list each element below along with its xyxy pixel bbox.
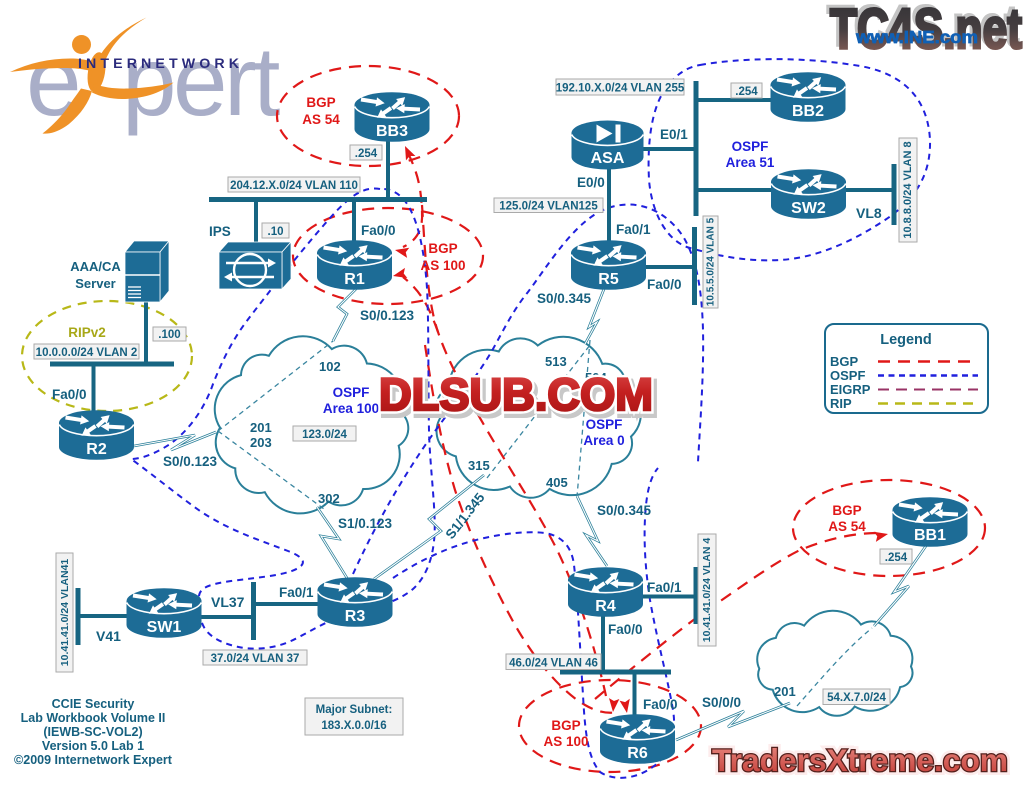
svg-text:504: 504	[585, 370, 607, 385]
svg-text:513: 513	[545, 354, 567, 369]
svg-text:BGP: BGP	[428, 241, 457, 256]
svg-text:201: 201	[774, 684, 796, 699]
svg-text:SW1: SW1	[147, 619, 182, 636]
svg-text:S0/0.345: S0/0.345	[597, 503, 652, 518]
svg-text:pert: pert	[122, 26, 280, 136]
svg-text:Area 100: Area 100	[323, 401, 379, 416]
svg-text:203: 203	[250, 435, 272, 450]
svg-text:10.41.41.0/24 VLAN 4: 10.41.41.0/24 VLAN 4	[701, 538, 713, 643]
svg-text:S0/0.345: S0/0.345	[537, 291, 592, 306]
svg-text:Lab Workbook Volume II: Lab Workbook Volume II	[21, 711, 166, 725]
svg-text:.254: .254	[735, 86, 758, 98]
svg-text:www.INE.com: www.INE.com	[855, 27, 978, 47]
svg-text:V41: V41	[96, 628, 121, 644]
svg-text:DLSUB.COM: DLSUB.COM	[382, 373, 656, 424]
svg-text:TC4S.net: TC4S.net	[830, 0, 1022, 61]
svg-text:E0/0: E0/0	[577, 175, 605, 190]
svg-text:INTERNETWORK: INTERNETWORK	[78, 56, 243, 72]
svg-text:37.0/24 VLAN 37: 37.0/24 VLAN 37	[211, 653, 300, 665]
svg-text:10.0.0.0/24 VLAN 2: 10.0.0.0/24 VLAN 2	[36, 347, 138, 359]
svg-text:R1: R1	[344, 271, 365, 288]
svg-text:201: 201	[250, 420, 272, 435]
svg-text:©2009 Internetwork Expert: ©2009 Internetwork Expert	[14, 753, 173, 767]
svg-text:315: 315	[468, 458, 490, 473]
svg-text:.10: .10	[268, 226, 284, 238]
svg-text:RIP: RIP	[830, 396, 852, 411]
svg-text:DLSUB.COM: DLSUB.COM	[379, 369, 653, 420]
svg-text:R6: R6	[627, 745, 648, 762]
svg-text:BGP: BGP	[830, 354, 859, 369]
svg-text:BB1: BB1	[914, 527, 946, 544]
svg-text:123.0/24: 123.0/24	[302, 429, 347, 441]
svg-text:BGP: BGP	[551, 718, 580, 733]
svg-text:VL37: VL37	[211, 594, 245, 610]
svg-text:TradersXtreme.com: TradersXtreme.com	[712, 742, 1008, 778]
svg-text:192.10.X.0/24 VLAN 255: 192.10.X.0/24 VLAN 255	[556, 83, 685, 95]
svg-text:10.5.5.0/24 VLAN 5: 10.5.5.0/24 VLAN 5	[706, 217, 717, 306]
svg-text:E0/1: E0/1	[660, 127, 688, 142]
svg-text:302: 302	[318, 491, 340, 506]
svg-text:.254: .254	[885, 552, 908, 564]
svg-text:S0/0.123: S0/0.123	[163, 454, 218, 469]
svg-text:183.X.0.0/16: 183.X.0.0/16	[321, 720, 386, 732]
svg-text:S0/0/0: S0/0/0	[702, 695, 741, 710]
svg-text:OSPF: OSPF	[333, 385, 370, 400]
svg-text:Fa0/0: Fa0/0	[608, 622, 643, 637]
svg-text:RIPv2: RIPv2	[68, 325, 106, 340]
svg-text:Fa0/0: Fa0/0	[643, 697, 678, 712]
svg-text:125.0/24 VLAN125: 125.0/24 VLAN125	[499, 201, 598, 213]
svg-text:Major Subnet:: Major Subnet:	[316, 704, 393, 716]
svg-text:Legend: Legend	[880, 332, 932, 348]
svg-text:S1/0.123: S1/0.123	[338, 516, 393, 531]
svg-text:OSPF: OSPF	[586, 417, 623, 432]
svg-text:S0/0.123: S0/0.123	[360, 308, 415, 323]
svg-text:Fa0/1: Fa0/1	[647, 580, 682, 595]
svg-text:(IEWB-SC-VOL2): (IEWB-SC-VOL2)	[43, 725, 142, 739]
svg-text:Fa0/0: Fa0/0	[52, 387, 87, 402]
svg-text:Fa0/1: Fa0/1	[616, 222, 651, 237]
svg-text:AAA/CA: AAA/CA	[70, 259, 121, 274]
svg-text:Area 51: Area 51	[726, 155, 775, 170]
svg-text:IPS: IPS	[209, 224, 231, 239]
svg-text:DLSUB.COM: DLSUB.COM	[379, 369, 653, 420]
svg-text:BB2: BB2	[792, 103, 824, 120]
svg-text:TradersXtreme.com: TradersXtreme.com	[712, 742, 1008, 778]
svg-text:BGP: BGP	[832, 503, 861, 518]
svg-text:54.X.7.0/24: 54.X.7.0/24	[827, 692, 886, 704]
svg-text:TC4S.net: TC4S.net	[827, 0, 1019, 58]
svg-text:Server: Server	[75, 276, 115, 291]
svg-text:Version 5.0 Lab 1: Version 5.0 Lab 1	[42, 739, 144, 753]
svg-text:Fa0/0: Fa0/0	[647, 277, 682, 292]
svg-text:102: 102	[319, 359, 341, 374]
svg-text:Fa0/1: Fa0/1	[279, 585, 314, 600]
svg-text:AS 100: AS 100	[543, 734, 588, 749]
svg-text:AS 54: AS 54	[828, 519, 866, 534]
svg-text:405: 405	[546, 475, 568, 490]
svg-text:OSPF: OSPF	[732, 139, 769, 154]
svg-text:.100: .100	[158, 329, 180, 341]
svg-text:SW2: SW2	[791, 200, 826, 217]
svg-text:.254: .254	[355, 148, 378, 160]
svg-text:10.8.8.0/24 VLAN 8: 10.8.8.0/24 VLAN 8	[902, 141, 914, 238]
svg-text:CCIE Security: CCIE Security	[52, 697, 135, 711]
svg-text:AS 100: AS 100	[420, 258, 465, 273]
svg-text:S1/1.345: S1/1.345	[443, 490, 488, 542]
svg-text:BGP: BGP	[306, 95, 335, 110]
svg-text:BB3: BB3	[376, 123, 408, 140]
svg-text:OSPF: OSPF	[830, 368, 865, 383]
svg-text:AS 54: AS 54	[302, 112, 340, 127]
svg-text:46.0/24 VLAN 46: 46.0/24 VLAN 46	[509, 658, 598, 670]
svg-text:EIGRP: EIGRP	[830, 382, 871, 397]
svg-text:204.12.X.0/24 VLAN 110: 204.12.X.0/24 VLAN 110	[230, 180, 358, 192]
svg-text:10.41.41.0/24 VLAN41: 10.41.41.0/24 VLAN41	[59, 559, 71, 667]
svg-text:R2: R2	[86, 441, 107, 458]
svg-text:R3: R3	[345, 608, 366, 625]
svg-text:Fa0/0: Fa0/0	[361, 223, 396, 238]
svg-text:R5: R5	[598, 271, 619, 288]
svg-text:ASA: ASA	[591, 150, 625, 167]
svg-text:VL8: VL8	[856, 205, 882, 221]
svg-text:R4: R4	[595, 598, 616, 615]
svg-text:Area 0: Area 0	[583, 433, 624, 448]
